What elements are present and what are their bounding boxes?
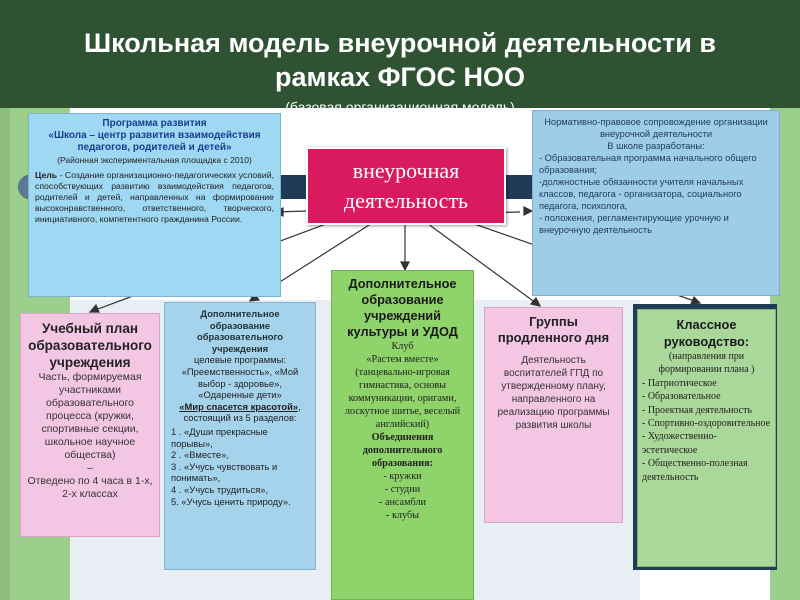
additional-education-title: Дополнительное образование образовательн… — [197, 308, 283, 354]
list-item: - Художественно-эстетическое — [642, 431, 717, 456]
page-header: Школьная модель внеурочной деятельности … — [0, 0, 800, 108]
program-box: Программа развития «Школа – центр развит… — [28, 113, 281, 297]
list-item: 5. «Учусь ценить природу». — [171, 495, 291, 507]
central-node-line1: внеурочная — [352, 158, 460, 183]
extended-day-box: Группы продленного дня Деятельность восп… — [484, 307, 623, 523]
mir-program-title: «Мир спасется красотой» — [179, 400, 299, 412]
club-name: «Растем вместе» — [366, 354, 439, 365]
udod-box: Дополнительное образование учреждений ку… — [331, 270, 474, 600]
udod-title: Дополнительное образование учреждений ку… — [347, 276, 458, 339]
club-description: (танцевально-игровая гимнастика, основы … — [344, 367, 461, 430]
program-title: Программа развития — [102, 118, 207, 129]
extended-day-text: Деятельность воспитателей ГПД по утвержд… — [497, 355, 610, 431]
extended-day-title: Группы продленного дня — [497, 314, 610, 345]
curriculum-box: Учебный план образовательного учреждения… — [20, 313, 160, 537]
list-item: - студии — [384, 484, 421, 495]
list-item: 2 . «Вместе», — [171, 449, 229, 461]
forms-title: Объединения дополнительного образования: — [362, 432, 443, 469]
programs-list: «Преемственность», «Мой выбор - здоровье… — [181, 365, 299, 401]
curriculum-dash: – — [87, 462, 93, 474]
list-item: - Образовательная программа начального о… — [539, 153, 757, 175]
list-item: - Спортивно-оздоровительное — [642, 418, 771, 430]
connector-gpd — [419, 217, 541, 307]
classroom-title: Классное руководство: — [663, 317, 750, 349]
list-item: - положения, регламентирующие урочную и … — [539, 213, 729, 235]
program-goal-text: - Создание организационно-педагогических… — [35, 170, 274, 224]
page-subtitle: (базовая организационная модель) — [285, 99, 515, 110]
program-name: «Школа – центр развития взаимодействия п… — [48, 130, 261, 153]
left-stripe — [0, 108, 10, 600]
page-title-line1: Школьная модель внеурочной деятельности … — [84, 28, 716, 58]
programs-label: целевые программы: — [194, 354, 286, 366]
list-item: 1 . «Души прекрасные порывы», — [171, 425, 268, 449]
curriculum-hours: Отведено по 4 часа в 1-х, 2-х классах — [27, 475, 153, 500]
program-goal-label: Цель — [35, 170, 58, 180]
classroom-subtitle: (направления при формировании плана ) — [658, 351, 755, 376]
normative-title: Нормативно-правовое сопровождение органи… — [544, 117, 768, 139]
program-subtitle: (Районная экспериментальная площадка с 2… — [57, 155, 252, 165]
program-goal: Цель - Создание организационно-педагогич… — [35, 170, 274, 225]
normative-list: - Образовательная программа начального о… — [539, 152, 773, 236]
list-item: - клубы — [386, 510, 419, 521]
list-item: - Патриотическое — [642, 377, 717, 389]
list-item: - Проектная деятельность — [642, 404, 753, 416]
central-node-line2: деятельность — [343, 188, 469, 213]
list-item: - Образовательное — [642, 391, 721, 403]
list-item: -должностные обязанности учителя начальн… — [539, 177, 744, 211]
mir-program-rest: , состоящий из 5 разделов: — [183, 400, 301, 424]
club-label: Клуб — [391, 341, 414, 352]
central-node: внеурочная деятельность — [306, 147, 506, 225]
mir-program: «Мир спасется красотой», состоящий из 5 … — [171, 401, 309, 424]
list-item: - ансамбли — [379, 497, 426, 508]
classroom-list: - Патриотическое - Образовательное - Про… — [642, 377, 771, 484]
page-title-line2: рамках ФГОС НОО — [274, 62, 526, 92]
list-item: 4 . «Учусь трудиться», — [171, 483, 269, 495]
curriculum-title: Учебный план образовательного учреждения — [28, 321, 152, 370]
sections-list: 1 . «Души прекрасные порывы», 2 . «Вмест… — [171, 426, 309, 507]
classroom-box: Классное руководство: (направления при ф… — [637, 309, 776, 567]
list-item: 3 . «Учусь чувствовать и понимать», — [171, 460, 278, 484]
additional-education-box: Дополнительное образование образовательн… — [164, 302, 316, 570]
curriculum-text: Часть, формируемая участниками образоват… — [38, 371, 142, 461]
list-item: - Общественно-полезная деятельность — [642, 458, 748, 483]
list-item: - кружки — [383, 471, 422, 482]
normative-box: Нормативно-правовое сопровождение органи… — [532, 110, 780, 296]
normative-intro: В школе разработаны: — [607, 141, 705, 151]
